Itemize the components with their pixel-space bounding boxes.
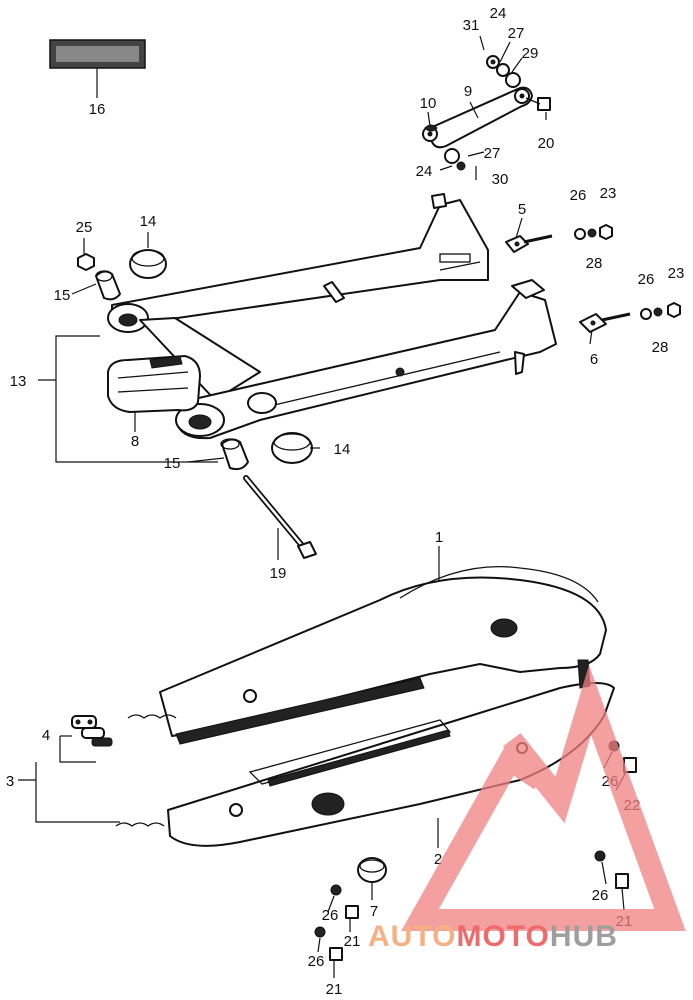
callout-26-f: 26 [308,953,325,970]
callout-24: 24 [490,5,507,22]
callout-28-b: 28 [652,339,669,356]
chain-adjuster-5 [505,234,553,253]
washers-top [486,55,521,88]
dust-seal-14-bottom [271,432,313,464]
callout-26-e: 26 [322,907,339,924]
leaders [71,35,627,978]
bracket-13 [38,335,218,463]
label-plate [49,39,146,98]
pivot-bolt-19 [243,475,317,559]
callout-7: 7 [370,903,378,920]
callout-13: 13 [10,373,27,390]
callout-26-d: 26 [592,887,609,904]
dust-seal-14-top [129,249,167,279]
bolts-21 [314,850,629,961]
callout-21-c: 21 [326,981,343,998]
chain-upper [127,714,177,719]
watermark-auto: AUTO [368,920,456,953]
callout-6: 6 [590,351,598,368]
callout-27-lower: 27 [484,145,501,162]
callout-25: 25 [76,219,93,236]
callout-28-a: 28 [586,255,603,272]
callout-15-top: 15 [54,287,71,304]
callout-1: 1 [435,529,443,546]
bushing-15-bottom [220,438,249,471]
callout-31: 31 [463,17,480,34]
bushing-15-top [95,270,121,301]
swingarm [107,193,557,440]
callout-29: 29 [522,45,539,62]
callout-27: 27 [508,25,525,42]
callout-8: 8 [131,433,139,450]
torque-link [422,86,533,149]
callout-26-a: 26 [570,187,587,204]
callout-2: 2 [434,851,442,868]
adjuster-nuts [574,224,681,320]
callout-5: 5 [518,201,526,218]
callout-3: 3 [6,773,14,790]
callout-labels: 16 31 24 27 29 10 9 20 27 24 30 25 14 5 … [6,5,685,998]
nut-25 [77,253,95,271]
callout-30: 30 [492,171,509,188]
callout-26-b: 26 [638,271,655,288]
watermark-hub: HUB [550,920,618,953]
callout-4: 4 [42,727,50,744]
callout-19: 19 [270,565,287,582]
callout-14-bottom: 14 [334,441,351,458]
watermark-logo-icon [401,665,686,931]
callout-16: 16 [89,101,106,118]
callout-9: 9 [464,83,472,100]
chain-case-upper [159,546,607,745]
watermark-text: AUTOMOTOHUB [368,920,618,953]
callout-24-lower: 24 [416,163,433,180]
chain-slider [107,355,201,432]
washers-bottom [424,124,466,171]
chain-adjuster-6 [579,312,631,333]
callout-10: 10 [420,95,437,112]
callout-23-a: 23 [600,185,617,202]
callout-20: 20 [538,135,555,152]
watermark-moto: MOTO [456,920,549,953]
bracket-3-4 [18,735,120,823]
inspection-cap-7 [357,857,387,883]
callout-14-top: 14 [140,213,157,230]
callout-15-bottom: 15 [164,455,181,472]
master-link [71,715,113,747]
callout-23-b: 23 [668,265,685,282]
chain-lower [115,822,165,827]
bolt-20 [525,97,551,111]
callout-21-b: 21 [344,933,361,950]
